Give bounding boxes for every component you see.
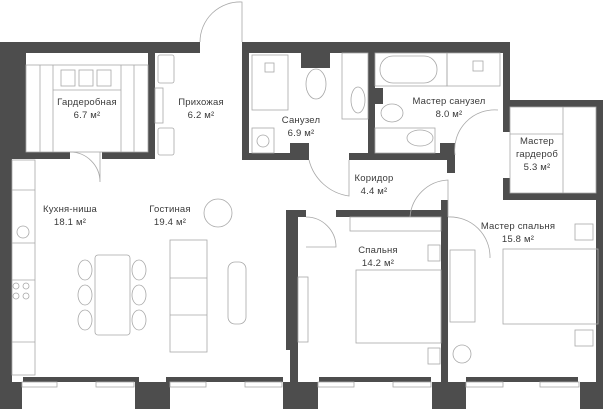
- room-label-master-bathroom: Мастер санузел 8.0 м²: [402, 95, 496, 121]
- sink-icon: [16, 225, 30, 239]
- room-name: Мастер санузел: [412, 96, 486, 107]
- room-area: 5.3 м²: [523, 162, 551, 173]
- room-name: Спальня: [358, 245, 398, 256]
- room-name-line2: гардероб: [515, 149, 559, 160]
- shirt-icon: [78, 69, 94, 87]
- bed-icon: [355, 269, 442, 344]
- room-label-master-wardrobe: Мастер гардероб 5.3 м²: [510, 135, 564, 174]
- room-area: 6.9 м²: [287, 128, 315, 139]
- room-label-kitchen: Кухня-ниша 18.1 м²: [30, 203, 110, 229]
- room-area: 19.4 м²: [153, 217, 187, 228]
- stove-burner-icon: [22, 282, 30, 290]
- room-label-bedroom: Спальня 14.2 м²: [348, 244, 408, 270]
- room-area: 6.2 м²: [187, 110, 215, 121]
- room-label-wardrobe: Гардеробная 6.7 м²: [51, 96, 123, 122]
- room-name: Мастер спальня: [480, 221, 556, 232]
- plant-icon: [452, 344, 472, 364]
- room-label-bathroom: Санузел 6.9 м²: [272, 114, 330, 140]
- room-label-living: Гостиная 19.4 м²: [140, 203, 200, 229]
- shirt-icon: [96, 69, 112, 87]
- stove-burner-icon: [22, 292, 30, 300]
- shirt-icon: [60, 69, 76, 87]
- room-label-hallway: Прихожая 6.2 м²: [172, 96, 230, 122]
- room-name-line1: Мастер: [519, 136, 555, 147]
- stove-burner-icon: [12, 292, 20, 300]
- room-name: Гостиная: [149, 204, 191, 215]
- room-name: Санузел: [281, 115, 321, 126]
- bed-icon: [502, 248, 599, 325]
- room-area: 6.7 м²: [73, 110, 101, 121]
- fixtures: [11, 1, 599, 388]
- outer-left-bottom: [0, 159, 12, 382]
- room-label-master-bedroom: Мастер спальня 15.8 м²: [470, 220, 566, 246]
- entry-door-icon: [199, 1, 243, 43]
- room-label-corridor: Коридор 4.4 м²: [344, 172, 404, 198]
- dining-table-icon: [94, 254, 131, 336]
- room-name: Кухня-ниша: [42, 204, 98, 215]
- room-name: Коридор: [354, 173, 394, 184]
- walls: [0, 42, 603, 409]
- room-area: 18.1 м²: [53, 217, 87, 228]
- room-area: 8.0 м²: [435, 109, 463, 120]
- room-area: 4.4 м²: [360, 186, 388, 197]
- armchair-icon: [203, 198, 233, 228]
- room-area: 15.8 м²: [501, 234, 535, 245]
- stove-burner-icon: [12, 282, 20, 290]
- room-name: Прихожая: [178, 97, 224, 108]
- coffee-table-icon: [227, 261, 247, 325]
- sofa-icon: [169, 239, 208, 353]
- room-area: 14.2 м²: [361, 258, 395, 269]
- room-name: Гардеробная: [57, 97, 117, 108]
